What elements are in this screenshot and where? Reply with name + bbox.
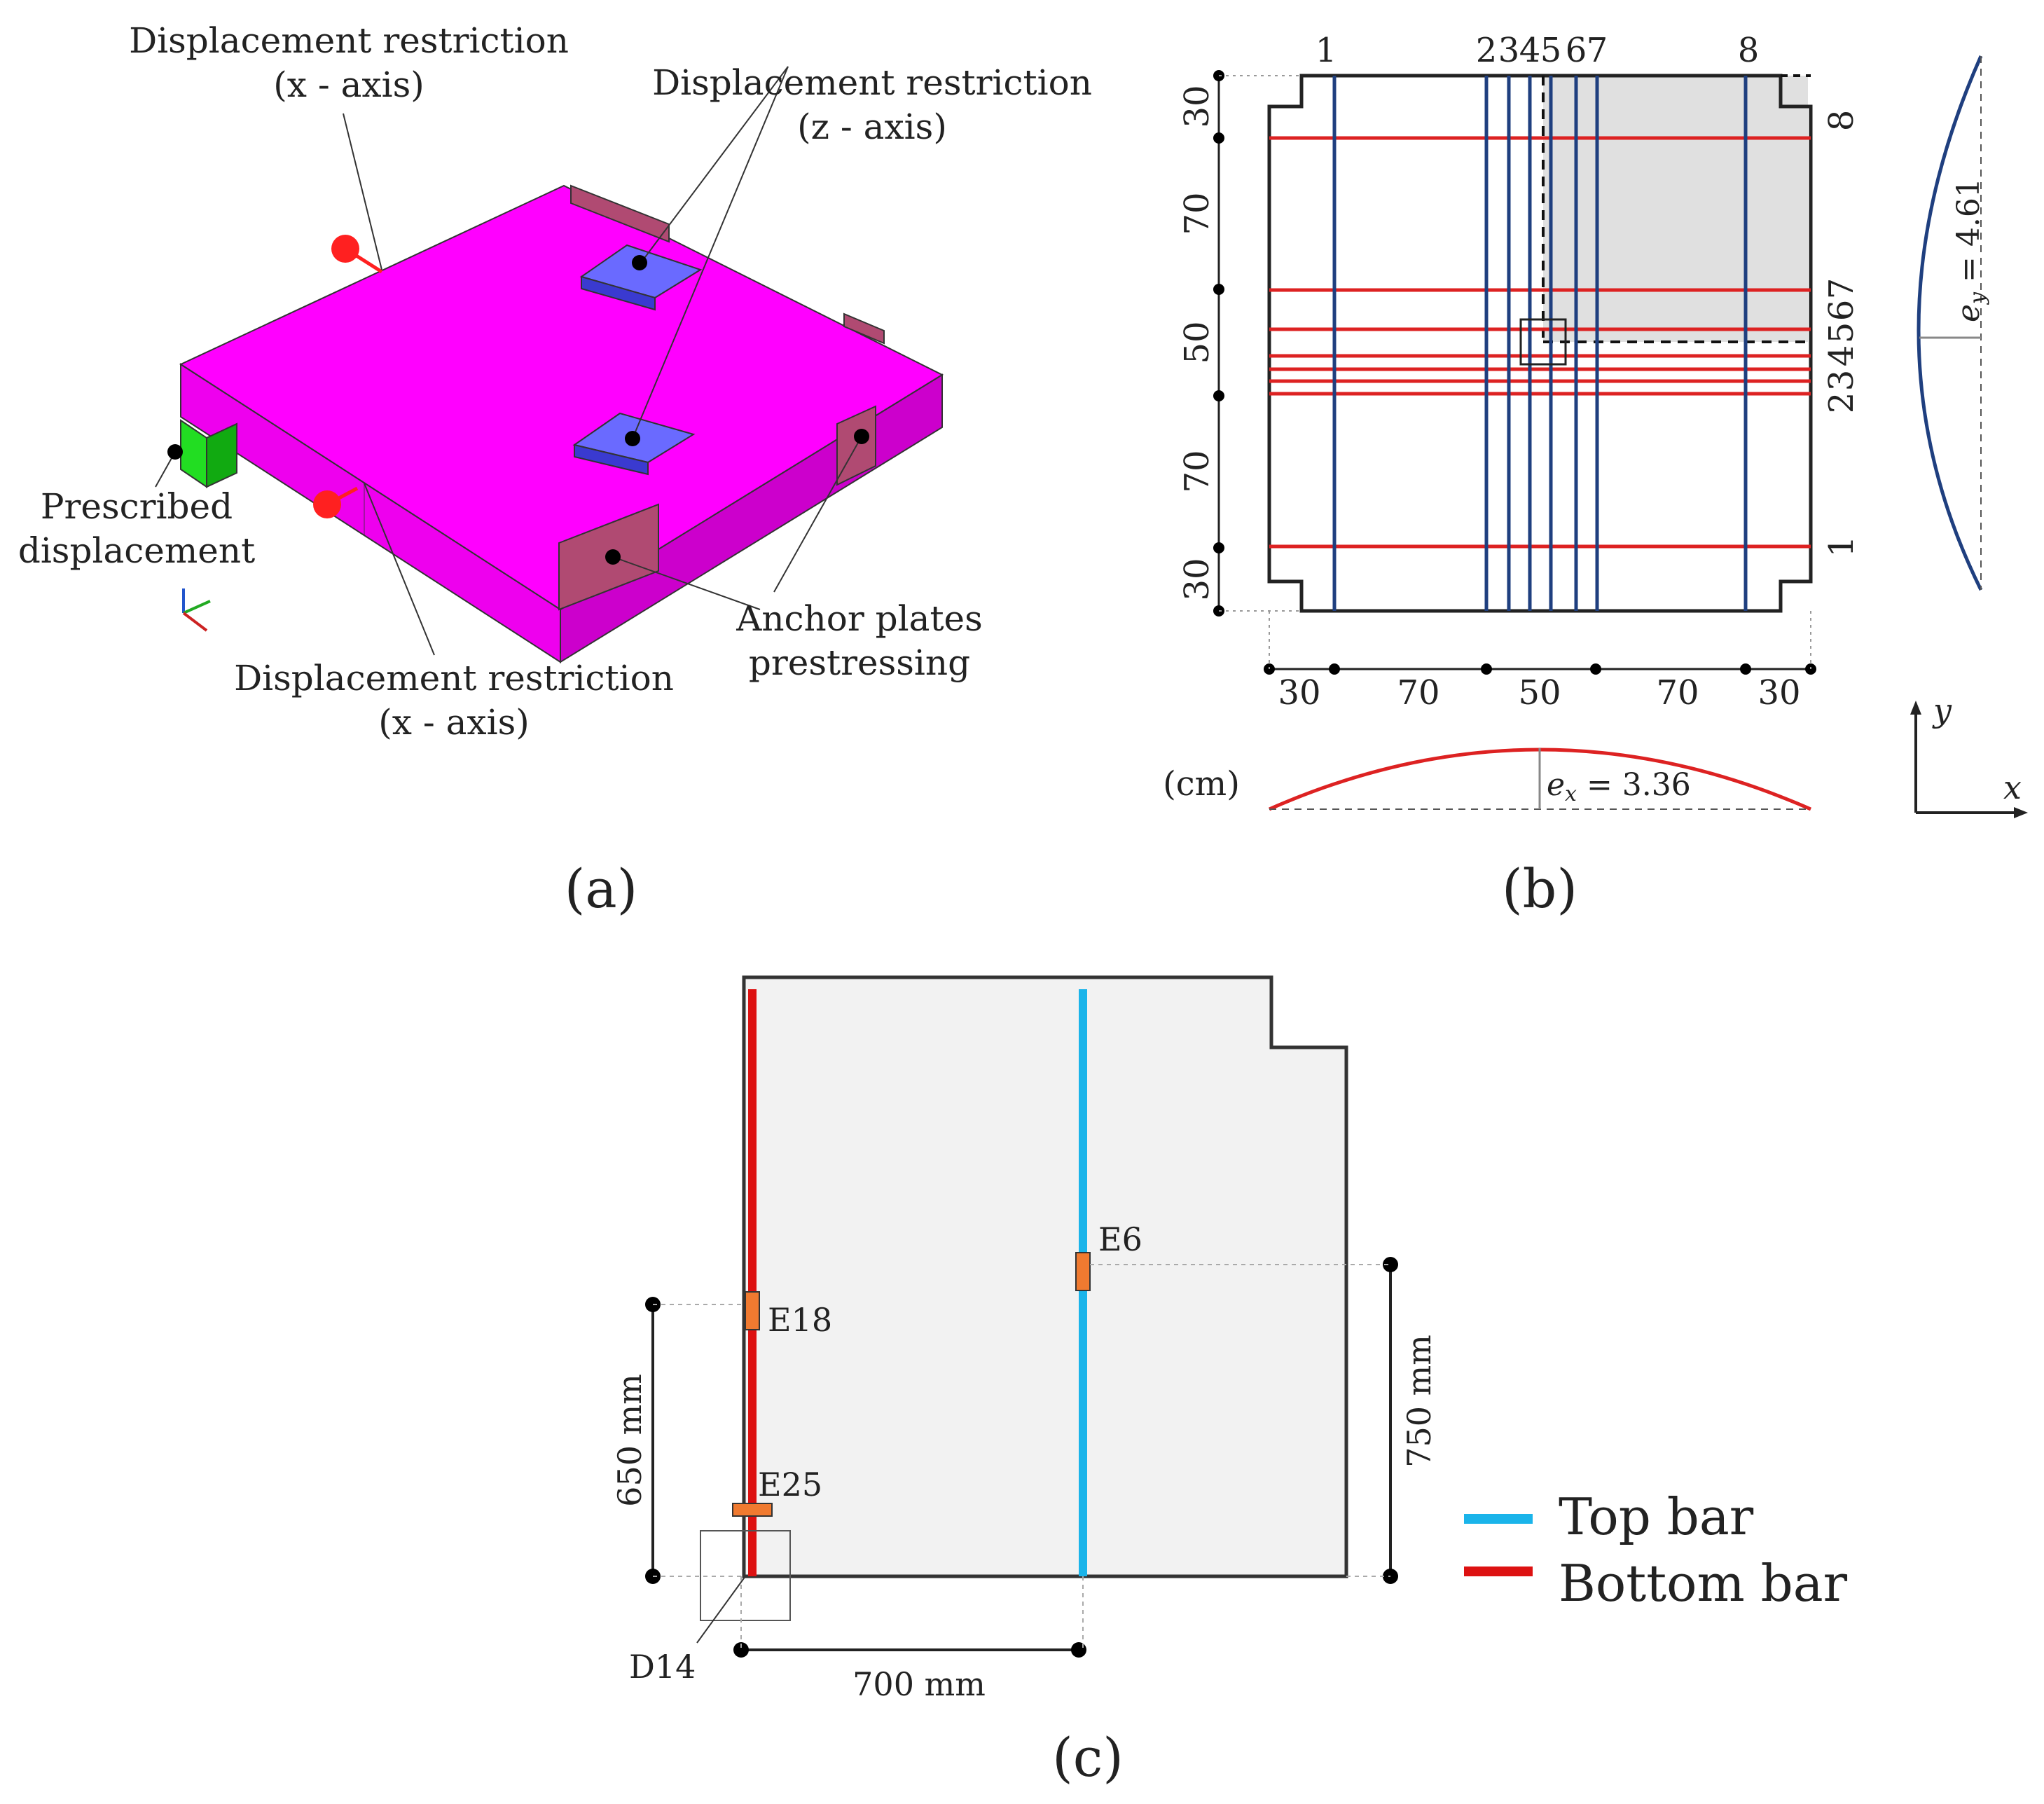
restraint-bottom-ball [313, 490, 341, 518]
label-prescribed-line1: Prescribed [41, 486, 233, 527]
panel-a: Displacement restriction (x - axis) Disp… [18, 20, 1092, 920]
axis-x-label: x [2003, 769, 2022, 806]
gauge-e25 [732, 1503, 773, 1517]
center-detail-box [1519, 318, 1567, 366]
y-tendon-label-3: 3 [1498, 31, 1520, 70]
label-prescribed-line2: displacement [18, 530, 255, 571]
dim-x-1: 30 [1278, 673, 1320, 712]
label-disp-x-bottom-line2: (x - axis) [378, 702, 530, 743]
gauge-label-e6: E6 [1098, 1220, 1142, 1258]
dim-y-3: 50 [1178, 321, 1217, 364]
x-tendon-label-1: 1 [1822, 536, 1861, 558]
gauge-d14-box [700, 1530, 791, 1621]
xy-axes-icon [1910, 701, 2028, 818]
y-tendon-label-5: 5 [1540, 31, 1562, 70]
dim-bottom-ticks [1264, 663, 1816, 675]
gauge-e6 [1075, 1252, 1091, 1291]
dim-x-3: 50 [1518, 673, 1561, 712]
dim-700-label: 700 mm [852, 1665, 986, 1703]
x-tendon-label-3: 3 [1822, 370, 1861, 392]
axis-y-label: y [1932, 691, 1952, 729]
x-tendon-label-6: 6 [1822, 300, 1861, 322]
shaded-quadrant [1543, 76, 1808, 342]
anchor-plate-back-1 [570, 184, 670, 243]
ey-profile-curve [1917, 55, 1983, 591]
dim-y-1: 30 [1178, 85, 1217, 128]
leader-anchor-2 [773, 436, 862, 593]
legend-label-bottom: Bottom bar [1559, 1554, 1848, 1613]
y-tendon-label-7: 7 [1587, 31, 1608, 70]
dot-prescribed [167, 444, 183, 460]
triad-icon [182, 588, 211, 632]
y-tendon-label-4: 4 [1519, 31, 1541, 70]
plate-outline [742, 975, 1348, 1578]
label-anchor-line1: Anchor plates [736, 598, 983, 639]
x-tendon-label-5: 5 [1822, 322, 1861, 344]
label-disp-x-bottom-line1: Displacement restriction [234, 658, 674, 698]
label-disp-z-line2: (z - axis) [797, 106, 947, 147]
dot-anchor-1 [605, 549, 621, 565]
restraint-top-ball [331, 235, 359, 263]
dim-750-label: 750 mm [1400, 1335, 1438, 1468]
x-tendons [1269, 136, 1811, 549]
y-tendons [1332, 76, 1748, 611]
x-tendon-label-7: 7 [1822, 278, 1861, 300]
dot-disp-z-1 [632, 255, 647, 270]
ey-label: ey = 4.61 [1951, 178, 1990, 322]
caption-a: (a) [565, 858, 638, 920]
label-disp-x-top-line1: Displacement restriction [129, 20, 569, 61]
dot-disp-z-2 [625, 431, 640, 446]
legend-label-top: Top bar [1559, 1487, 1754, 1546]
dim-700-tick-left [733, 1642, 749, 1658]
gauge-label-e25: E25 [758, 1466, 822, 1503]
legend: Top bar Bottom bar [1464, 1487, 1848, 1613]
label-anchor-line2: prestressing [749, 642, 970, 683]
leader-disp-x-bottom [364, 483, 435, 656]
y-tendon-label-2: 2 [1476, 31, 1498, 70]
y-tendon-label-8: 8 [1738, 31, 1760, 70]
dim-700-tick-right [1071, 1642, 1086, 1658]
support-z-back-side [581, 275, 656, 311]
dim-750-tick-top [1383, 1257, 1398, 1272]
x-tendon-label-2: 2 [1822, 392, 1861, 414]
x-tendon-label-8: 8 [1822, 110, 1861, 132]
prescribed-block-side [206, 422, 237, 488]
leader-disp-z-2 [632, 66, 789, 439]
dim-x-5: 30 [1758, 673, 1800, 712]
ex-label: ex = 3.36 [1547, 767, 1691, 806]
y-tendon-label-6: 6 [1566, 31, 1587, 70]
gauge-label-d14: D14 [629, 1648, 696, 1686]
slab-outline [1267, 74, 1813, 613]
leader-d14 [696, 1576, 746, 1644]
dim-y-5: 30 [1178, 558, 1217, 600]
panel-b: 30 70 50 70 30 30 70 50 70 30 ex = 3.36 … [1163, 55, 2028, 920]
dim-y-2: 70 [1178, 192, 1217, 235]
caption-c: (c) [1052, 1726, 1124, 1789]
dim-y-4: 70 [1178, 450, 1217, 493]
label-disp-z-line1: Displacement restriction [652, 62, 1092, 103]
dim-650-label: 650 mm [611, 1374, 649, 1507]
dim-extension-lines [1219, 75, 1811, 669]
caption-b: (b) [1502, 858, 1577, 920]
dim-x-2: 70 [1397, 673, 1439, 712]
gauge-label-e18: E18 [768, 1301, 832, 1339]
gauge-e18 [745, 1291, 760, 1330]
unit-label: (cm) [1163, 764, 1240, 804]
panel-c: E6 E18 E25 D14 650 mm 750 mm 700 mm Top … [611, 975, 1848, 1789]
x-tendon-label-4: 4 [1822, 345, 1861, 367]
leader-disp-z-1 [640, 66, 789, 263]
support-z-front-side [574, 443, 649, 476]
dot-anchor-2 [854, 429, 869, 444]
anchor-plate-back-2 [843, 312, 885, 345]
y-tendon-label-1: 1 [1316, 31, 1337, 70]
dim-x-4: 70 [1656, 673, 1699, 712]
leader-disp-x-top [343, 113, 382, 270]
leader-anchor-1 [612, 556, 761, 610]
slab-top [179, 184, 944, 611]
label-disp-x-top-line2: (x - axis) [273, 64, 424, 105]
